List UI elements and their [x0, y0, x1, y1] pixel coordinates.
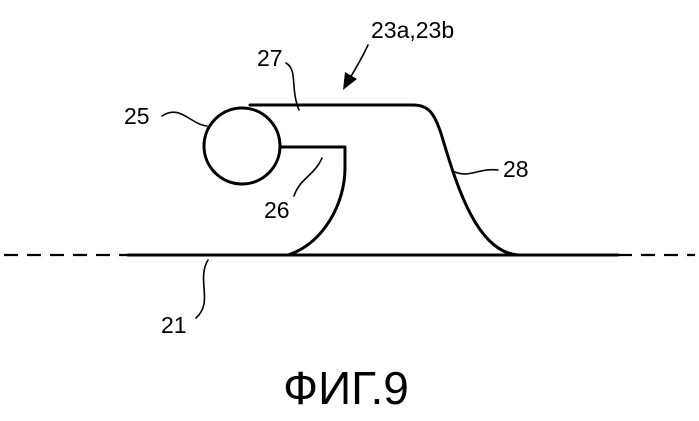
figure-caption: ФИГ.9 [283, 362, 409, 414]
leader-21 [196, 260, 208, 318]
round-member-25 [204, 108, 280, 184]
label-27: 27 [257, 45, 283, 71]
label-28: 28 [503, 156, 529, 182]
label-26: 26 [264, 197, 290, 223]
leader-27 [286, 63, 299, 110]
label-assembly: 23a,23b [371, 17, 454, 43]
body-profile-28 [250, 105, 518, 255]
leader-25 [162, 112, 207, 126]
assembly-arrow-head [343, 72, 357, 90]
assembly-arrow-shaft [350, 45, 368, 78]
assembly-arrow [343, 45, 368, 90]
leader-28 [455, 170, 498, 174]
label-21: 21 [161, 312, 187, 338]
label-25: 25 [124, 103, 150, 129]
tab-26 [281, 147, 345, 255]
leader-26 [294, 158, 322, 196]
